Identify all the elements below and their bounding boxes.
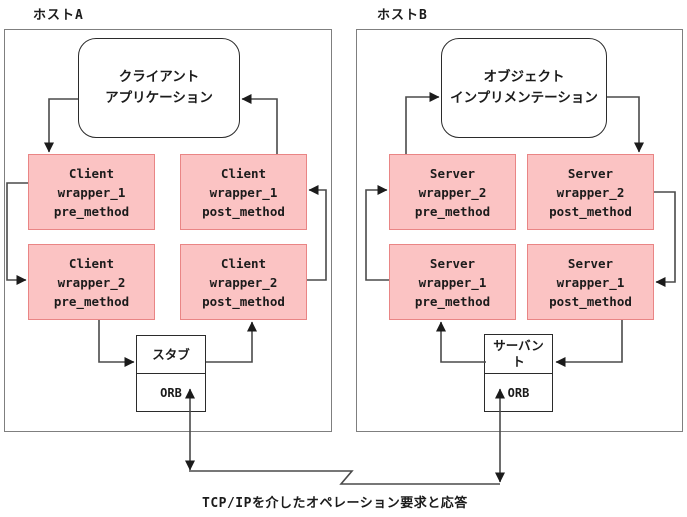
client-wrapper2-post-box: Client wrapper_2 post_method <box>180 244 307 320</box>
server-wrapper1-pre-box: Server wrapper_1 pre_method <box>389 244 516 320</box>
wrapper-line: pre_method <box>53 203 130 219</box>
object-implementation-box: オブジェクト インプリメンテーション <box>441 38 607 138</box>
wrapper-line: wrapper_1 <box>418 274 487 290</box>
server-wrapper2-post-box: Server wrapper_2 post_method <box>527 154 654 230</box>
servant-orb-stack: サーバント ORB <box>484 334 553 412</box>
wrapper-line: wrapper_1 <box>57 184 126 200</box>
wrapper-line: wrapper_2 <box>209 274 278 290</box>
tcp-link-line <box>189 470 500 485</box>
wrapper-line: Client <box>68 165 115 181</box>
wrapper-line: Server <box>567 165 614 181</box>
wrapper-line: wrapper_2 <box>418 184 487 200</box>
wrapper-line: post_method <box>202 293 285 309</box>
wrapper-line: Client <box>68 255 115 271</box>
wrapper-line: wrapper_1 <box>209 184 278 200</box>
object-implementation-line2: インプリメンテーション <box>450 90 598 106</box>
client-wrapper1-post-box: Client wrapper_1 post_method <box>180 154 307 230</box>
wrapper-line: post_method <box>549 203 632 219</box>
wrapper-line: wrapper_2 <box>556 184 625 200</box>
wrapper-line: wrapper_1 <box>556 274 625 290</box>
wrapper-line: Client <box>220 165 267 181</box>
tcp-ip-caption: TCP/IPを介したオペレーション要求と応答 <box>202 496 468 511</box>
servant-box: サーバント <box>485 335 552 373</box>
wrapper-line: wrapper_2 <box>57 274 126 290</box>
orb-box-a: ORB <box>137 373 205 411</box>
wrapper-line: pre_method <box>414 293 491 309</box>
stub-box: スタブ <box>137 336 205 373</box>
wrapper-line: Client <box>220 255 267 271</box>
wrapper-line: pre_method <box>414 203 491 219</box>
wrapper-line: post_method <box>549 293 632 309</box>
server-wrapper2-pre-box: Server wrapper_2 pre_method <box>389 154 516 230</box>
wrapper-line: Server <box>567 255 614 271</box>
client-application-line2: アプリケーション <box>105 90 213 106</box>
client-wrapper1-pre-box: Client wrapper_1 pre_method <box>28 154 155 230</box>
stub-label: スタブ <box>152 346 190 362</box>
servant-label: サーバント <box>493 338 544 369</box>
client-wrapper2-pre-box: Client wrapper_2 pre_method <box>28 244 155 320</box>
orb-label-b: ORB <box>507 385 530 400</box>
object-implementation-line1: オブジェクト <box>483 69 565 85</box>
host-a-label: ホストA <box>33 8 84 23</box>
wrapper-line: Server <box>429 255 476 271</box>
wrapper-line: pre_method <box>53 293 130 309</box>
wrapper-line: post_method <box>202 203 285 219</box>
client-application-line1: クライアント <box>118 69 200 85</box>
server-wrapper1-post-box: Server wrapper_1 post_method <box>527 244 654 320</box>
orb-label-a: ORB <box>160 385 182 400</box>
wrapper-line: Server <box>429 165 476 181</box>
stub-orb-stack: スタブ ORB <box>136 335 206 412</box>
client-application-box: クライアント アプリケーション <box>78 38 240 138</box>
orb-box-b: ORB <box>485 373 552 411</box>
host-b-label: ホストB <box>377 8 428 23</box>
